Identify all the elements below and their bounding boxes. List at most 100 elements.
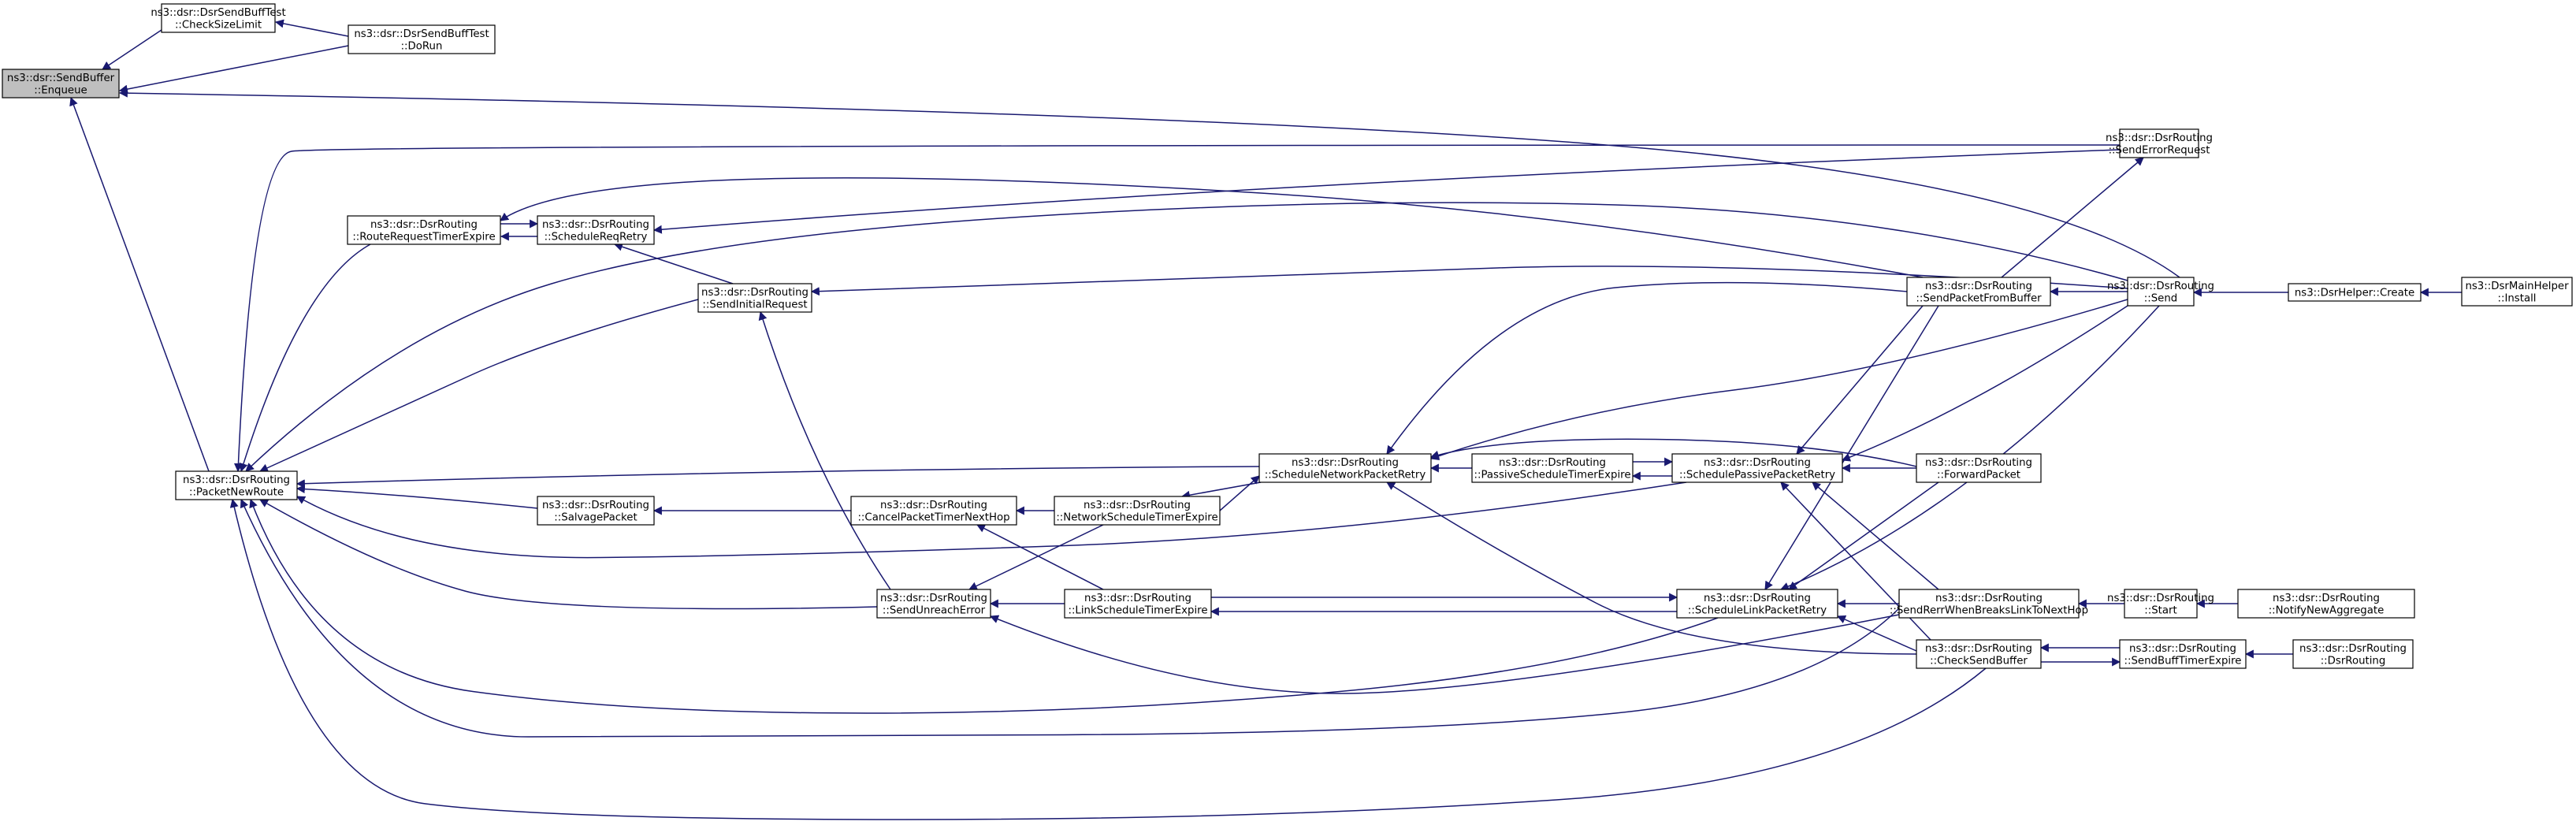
node-schedulelinkpacketretry[interactable]: ns3::dsr::DsrRouting::ScheduleLinkPacket… — [1676, 589, 1838, 619]
edge-checksendbuffer-to-packetnewroute — [229, 498, 1987, 820]
edge-sendrerrwhenbreakslinktonexthop-to-schedulepassivepacketretry — [1812, 481, 1939, 590]
node-schedulereqretry[interactable]: ns3::dsr::DsrRouting::ScheduleReqRetry — [537, 215, 655, 245]
edge-sendinitialrequest-to-packetnewroute — [259, 299, 699, 472]
edge-dorun-to-enqueue — [118, 45, 349, 94]
node-enqueue[interactable]: ns3::dsr::SendBuffer::Enqueue — [2, 69, 120, 99]
node-box — [537, 496, 655, 526]
node-box — [161, 3, 276, 33]
node-dsrmainhelperinstall[interactable]: ns3::DsrMainHelper::Install — [2461, 277, 2573, 307]
edge-checksendbuffer-to-schedulelinkpacketretry — [1836, 615, 1917, 652]
node-networkscheduletimerexpire[interactable]: ns3::dsr::DsrRouting::NetworkScheduleTim… — [1054, 496, 1221, 526]
node-box — [1906, 277, 2051, 307]
node-label: ns3::dsr::DsrRouting — [2107, 281, 2214, 292]
node-notifynewaggregate[interactable]: ns3::dsr::DsrRouting::NotifyNewAggregate — [2237, 589, 2415, 619]
node-box — [876, 589, 991, 619]
node-label: ::SendErrorRequest — [2109, 144, 2210, 156]
node-label: ns3::dsr::SendBuffer — [7, 72, 115, 84]
node-box — [2119, 128, 2199, 158]
edges-layer — [69, 19, 2462, 820]
edge-packetnewroute-to-enqueue — [69, 96, 210, 472]
node-send[interactable]: ns3::dsr::DsrRouting::Send — [2107, 277, 2214, 307]
node-sendbufftimerexpire[interactable]: ns3::dsr::DsrRouting::SendBuffTimerExpir… — [2119, 639, 2247, 669]
edge-send-to-schedulepassivepacketretry — [1841, 305, 2128, 462]
node-box — [1676, 589, 1838, 619]
edge-send-to-schedulelinkpacketretry — [1779, 305, 2160, 591]
node-label: ::Send — [2144, 292, 2177, 304]
node-box — [348, 24, 496, 54]
edge-schedulenetworkpacketretry-to-packetnewroute — [296, 466, 1260, 489]
node-label: ns3::dsr::DsrRouting — [2107, 593, 2214, 604]
node-label: ns3::dsr::DsrRouting — [2273, 593, 2380, 604]
node-sendunreacherror[interactable]: ns3::dsr::DsrRouting::SendUnreachError — [876, 589, 991, 619]
node-box — [697, 283, 812, 313]
node-label: ns3::dsr::DsrRouting — [1925, 457, 2032, 469]
node-label: ns3::dsr::DsrRouting — [2129, 643, 2236, 655]
node-routerequesttimerexpire[interactable]: ns3::dsr::DsrRouting::RouteRequestTimerE… — [347, 215, 501, 245]
node-box — [2119, 639, 2247, 669]
node-box — [2, 69, 120, 99]
node-label: ::ScheduleNetworkPacketRetry — [1265, 469, 1426, 481]
node-sendrerrwhenbreakslinktonexthop[interactable]: ns3::dsr::DsrRouting::SendRerrWhenBreaks… — [1890, 589, 2088, 619]
node-label: ::NotifyNewAggregate — [2269, 604, 2385, 616]
node-box — [175, 470, 298, 500]
node-label: ::CheckSizeLimit — [175, 19, 262, 31]
edge-schedulepassivepacketretry-to-packetnewroute — [296, 481, 1687, 559]
node-box — [1916, 639, 2042, 669]
node-start[interactable]: ns3::dsr::DsrRouting::Start — [2107, 589, 2214, 619]
node-box — [347, 215, 501, 245]
node-salvagepacket[interactable]: ns3::dsr::DsrRouting::SalvagePacket — [537, 496, 655, 526]
edge-forwardpacket-to-schedulelinkpacketretry — [1788, 481, 1939, 590]
node-label: ns3::dsr::DsrRouting — [1935, 593, 2043, 604]
edge-sendpacketfrombuffer-to-routerequesttimerexpire — [500, 177, 1924, 278]
node-label: ns3::dsr::DsrRouting — [1084, 500, 1191, 511]
node-label: ::SendInitialRequest — [702, 299, 807, 310]
node-sendpacketfrombuffer[interactable]: ns3::dsr::DsrRouting::SendPacketFromBuff… — [1906, 277, 2051, 307]
node-forwardpacket[interactable]: ns3::dsr::DsrRouting::ForwardPacket — [1916, 453, 2042, 483]
node-dsrrouting[interactable]: ns3::dsr::DsrRouting::DsrRouting — [2292, 639, 2414, 669]
node-packetnewroute[interactable]: ns3::dsr::DsrRouting::PacketNewRoute — [175, 470, 298, 500]
node-label: ::SalvagePacket — [554, 511, 637, 523]
edge-checksizelimit-to-enqueue — [102, 29, 162, 70]
node-schedulenetworkpacketretry[interactable]: ns3::dsr::DsrRouting::ScheduleNetworkPac… — [1258, 453, 1432, 483]
node-label: ::Enqueue — [34, 84, 87, 96]
node-sendinitialrequest[interactable]: ns3::dsr::DsrRouting::SendInitialRequest — [697, 283, 812, 313]
node-dorun[interactable]: ns3::dsr::DsrSendBuffTest::DoRun — [348, 24, 496, 54]
node-label: ns3::dsr::DsrRouting — [542, 500, 649, 511]
node-label: ::SendPacketFromBuffer — [1916, 292, 2042, 304]
node-label: ns3::dsr::DsrRouting — [2299, 643, 2407, 655]
node-box — [1916, 453, 2042, 483]
node-senderrorrequest[interactable]: ns3::dsr::DsrRouting::SendErrorRequest — [2106, 128, 2213, 158]
node-box — [850, 496, 1017, 526]
node-label: ::RouteRequestTimerExpire — [352, 231, 495, 243]
edge-networkscheduletimerexpire-to-schedulenetworkpacketretry — [1219, 475, 1260, 511]
node-label: ::Install — [2498, 292, 2537, 304]
node-cancelpackettimernexthop[interactable]: ns3::dsr::DsrRouting::CancelPacketTimerN… — [850, 496, 1017, 526]
node-label: ::NetworkScheduleTimerExpire — [1056, 511, 1217, 523]
node-box — [2237, 589, 2415, 619]
node-label: ns3::dsr::DsrRouting — [701, 287, 808, 299]
node-label: ns3::dsr::DsrRouting — [1084, 593, 1191, 604]
node-label: ::SendUnreachError — [883, 604, 986, 616]
edge-send-to-sendinitialrequest — [810, 266, 2128, 296]
node-label: ns3::dsr::DsrRouting — [1704, 593, 1811, 604]
node-dsrhelpercreate[interactable]: ns3::DsrHelper::Create — [2288, 283, 2422, 302]
node-linkscheduletimerexpire[interactable]: ns3::dsr::DsrRouting::LinkScheduleTimerE… — [1064, 589, 1212, 619]
node-box — [1064, 589, 1212, 619]
edge-checksendbuffer-to-schedulenetworkpacketretry — [1386, 481, 1917, 655]
node-checksendbuffer[interactable]: ns3::dsr::DsrRouting::CheckSendBuffer — [1916, 639, 2042, 669]
node-label: ns3::dsr::DsrRouting — [1925, 643, 2032, 655]
edge-routerequesttimerexpire-to-packetnewroute — [239, 243, 371, 473]
edge-sendinitialrequest-to-schedulereqretry — [613, 242, 734, 284]
node-label: ns3::dsr::DsrRouting — [880, 500, 987, 511]
node-box — [2124, 589, 2198, 619]
node-box — [2292, 639, 2414, 669]
node-schedulepassivepacketretry[interactable]: ns3::dsr::DsrRouting::SchedulePassivePac… — [1671, 453, 1843, 483]
edge-sendunreacherror-to-sendinitialrequest — [758, 310, 891, 590]
node-checksizelimit[interactable]: ns3::dsr::DsrSendBuffTest::CheckSizeLimi… — [151, 3, 286, 33]
node-label: ns3::DsrHelper::Create — [2295, 288, 2414, 299]
node-label: ::Start — [2144, 604, 2176, 616]
node-passivescheduletimerexpire[interactable]: ns3::dsr::DsrRouting::PassiveScheduleTim… — [1471, 453, 1634, 483]
edge-sendunreacherror-to-packetnewroute — [259, 499, 878, 610]
node-label: ns3::dsr::DsrRouting — [1292, 457, 1399, 469]
